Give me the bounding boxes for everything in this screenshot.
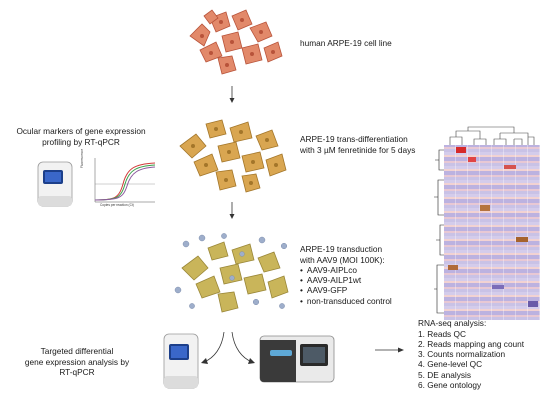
plot-x-label: Copies per reaction (Ct): [100, 203, 134, 207]
sequencer-icon: [259, 335, 335, 383]
differentiation-line-1: ARPE-19 trans-differentiation: [300, 134, 408, 144]
targeted-line-2: gene expression analysis by: [24, 356, 130, 367]
rnaseq-panel: RNA-seq analysis: 1. Reads QC 2. Reads m…: [418, 318, 524, 390]
rnaseq-steps: 1. Reads QC 2. Reads mapping ang count 3…: [418, 329, 524, 391]
ocular-markers-label: Ocular markers of gene expression profil…: [6, 126, 156, 147]
heatmap-hot-cell: [516, 237, 528, 242]
ocular-markers-line-2: profiling by RT-qPCR: [42, 136, 120, 147]
rnaseq-title: RNA-seq analysis:: [418, 318, 487, 328]
heatmap-cool-cell: [528, 301, 538, 307]
qpcr-machine-icon: [37, 161, 73, 207]
arrow-right: [375, 347, 404, 353]
arpe19-cells-illustration: [189, 9, 283, 75]
rnaseq-step: 3. Counts normalization: [418, 349, 506, 360]
rnaseq-step: 6. Gene ontology: [418, 379, 482, 390]
dendrogram-left: [434, 149, 444, 314]
heatmap-cool-cell: [492, 285, 504, 289]
heatmap-hot-cell: [448, 265, 458, 270]
transduction-item: AAV9-AIPLco: [300, 265, 392, 275]
ocular-markers-line-1: Ocular markers of gene expression: [16, 126, 146, 136]
rnaseq-step: 2. Reads mapping ang count: [418, 338, 525, 349]
rnaseq-step: 4. Gene-level QC: [418, 359, 483, 370]
plot-y-label: Fluorescence: [80, 148, 84, 168]
targeted-analysis-label: Targeted differential gene expression an…: [2, 346, 152, 378]
rnaseq-step: 1. Reads QC: [418, 328, 466, 339]
heatmap-hot-cell: [456, 147, 466, 153]
transduction-label: ARPE-19 transduction with AAV9 (MOI 100K…: [300, 244, 392, 306]
transduction-item: AAV9-GFP: [300, 285, 392, 295]
transduction-line-1: ARPE-19 transduction: [300, 244, 383, 254]
arrow-down-2: [229, 202, 235, 219]
transduction-list: AAV9-AIPLco AAV9-AILP1wt AAV9-GFP non-tr…: [300, 265, 392, 306]
arrow-down-1: [229, 86, 235, 103]
differentiation-label: ARPE-19 trans-differentiation with 3 µM …: [300, 134, 415, 155]
targeted-line-3: RT-qPCR: [59, 367, 95, 377]
transduction-item: AAV9-AILP1wt: [300, 275, 392, 285]
heatmap: [444, 145, 540, 320]
differentiation-line-2: with 3 µM fenretinide for 5 days: [300, 144, 416, 155]
transduction-line-2: with AAV9 (MOI 100K):: [300, 254, 385, 265]
heatmap-hot-cell: [480, 205, 490, 211]
dendrogram-top: [449, 126, 535, 145]
qpcr-machine-icon-2: [163, 333, 199, 389]
heatmap-hot-cell: [468, 157, 476, 162]
differentiated-cells-illustration: [179, 119, 287, 193]
heatmap-hot-cell: [504, 165, 516, 169]
transduction-item: non-transduced control: [300, 296, 392, 306]
curved-arrows: [201, 331, 255, 364]
cell-line-label: human ARPE-19 cell line: [300, 38, 392, 48]
transduced-cells-illustration: [174, 233, 289, 313]
amplification-plot: [85, 154, 157, 212]
targeted-line-1: Targeted differential: [40, 346, 114, 356]
rnaseq-step: 5. DE analysis: [418, 369, 472, 380]
